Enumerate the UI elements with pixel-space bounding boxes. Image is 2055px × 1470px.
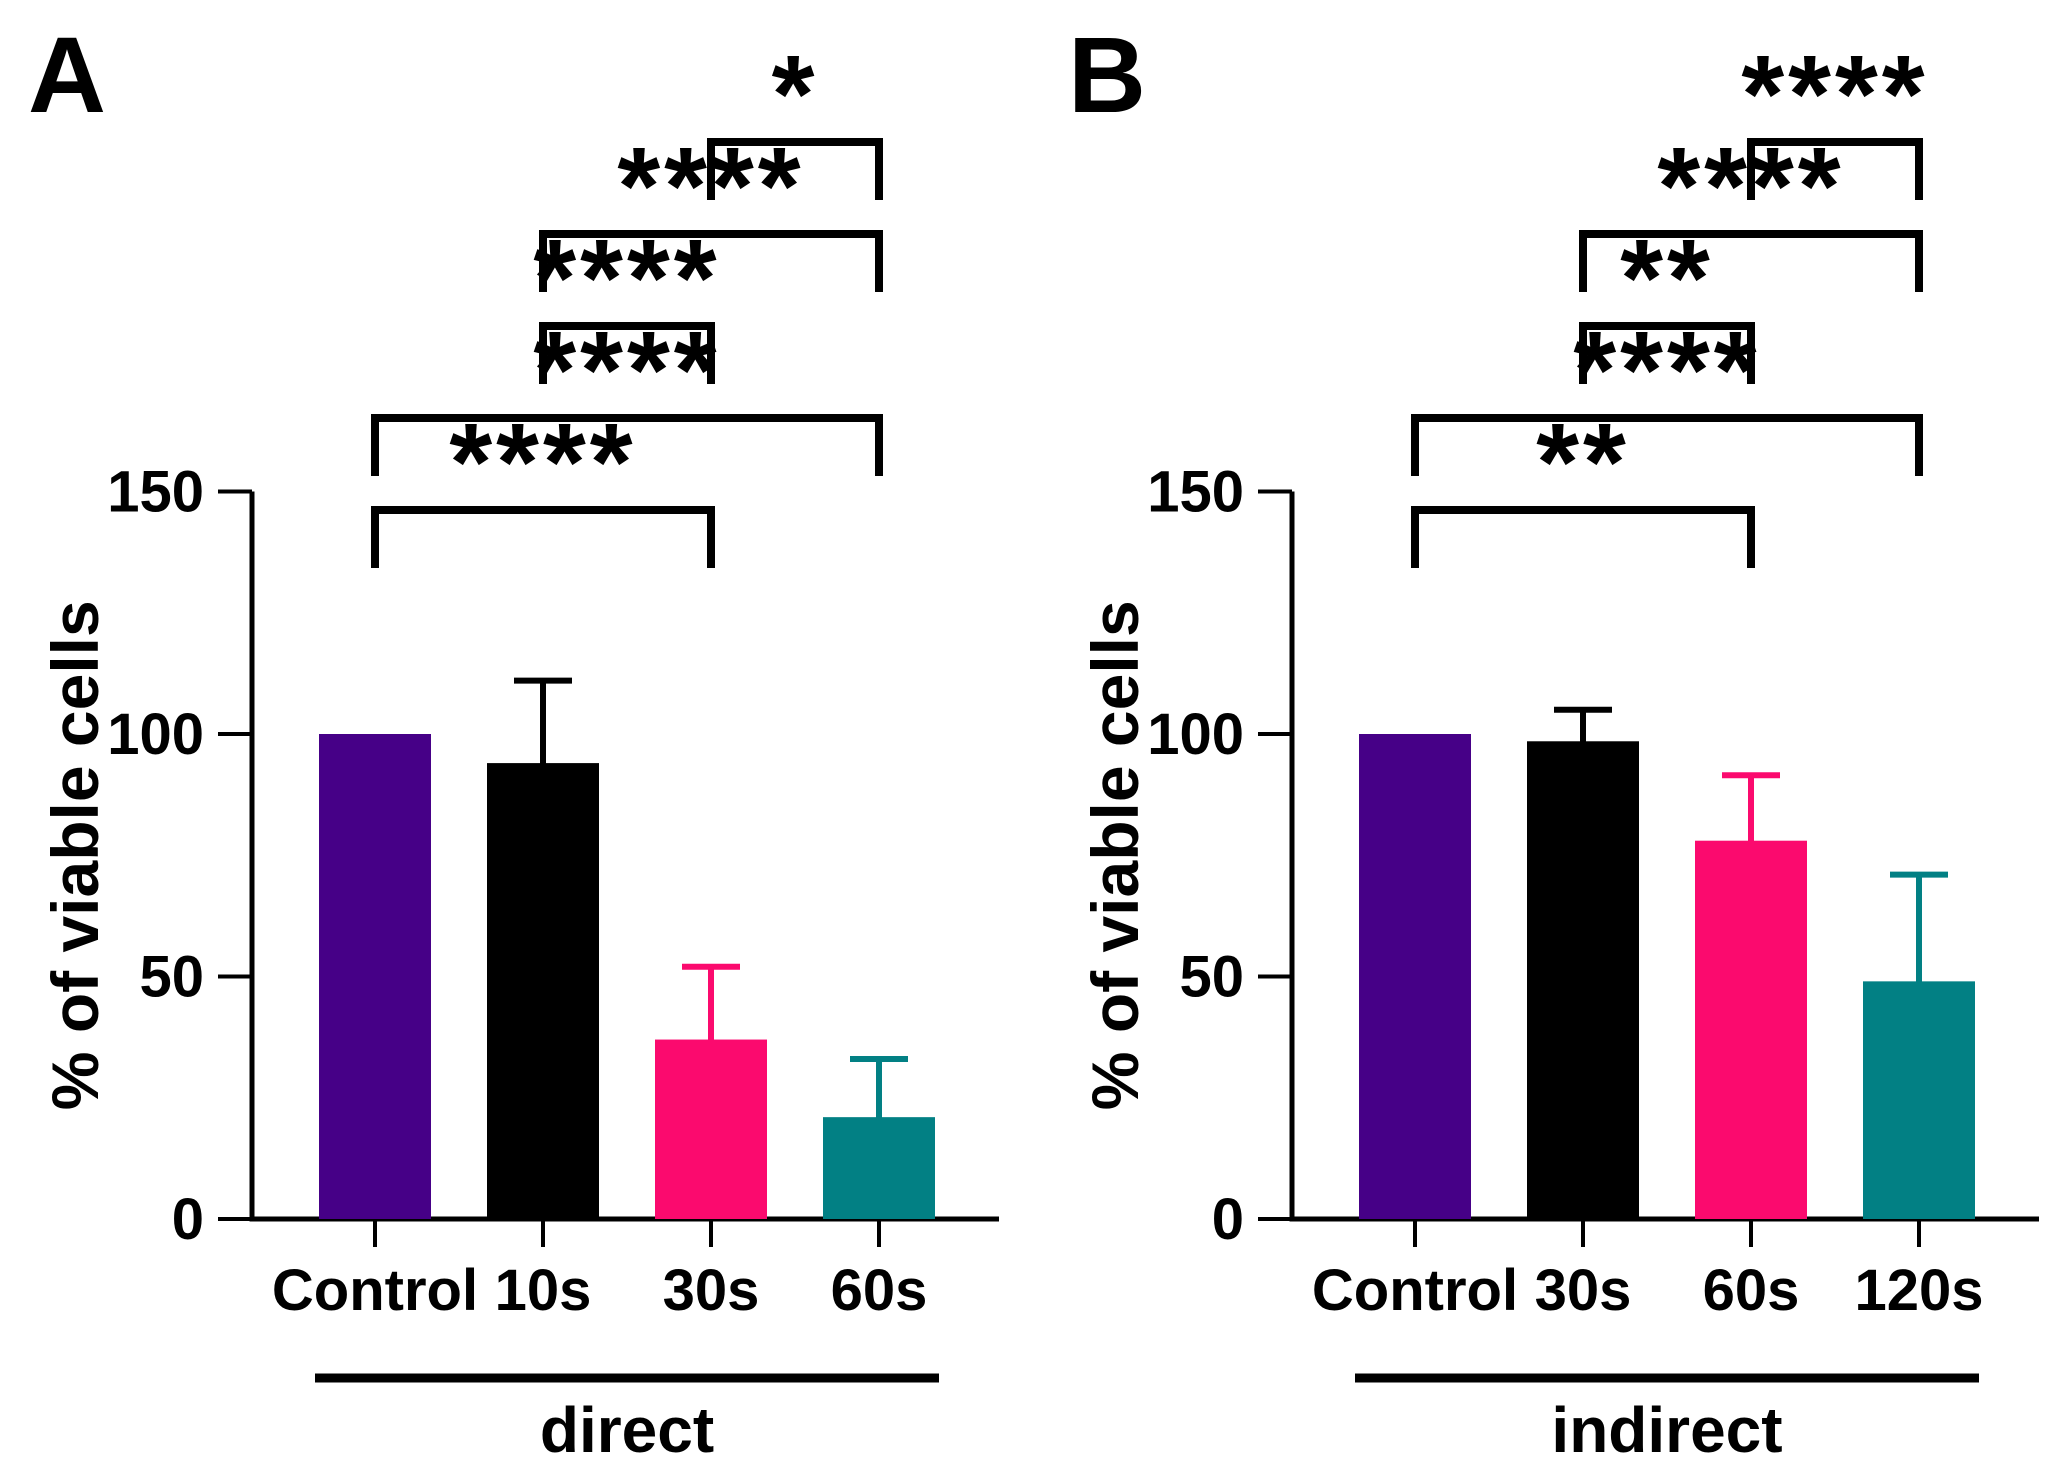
- x-category-label: 120s: [1854, 1258, 1983, 1323]
- bar-120s: [1863, 981, 1975, 1219]
- significance-bracket: [539, 322, 715, 384]
- x-category-label: 60s: [1703, 1258, 1800, 1323]
- y-tick-label: 0: [172, 1187, 204, 1252]
- panel-letter: A: [28, 14, 106, 135]
- significance-bracket: [1411, 414, 1923, 476]
- y-tick-label: 150: [107, 460, 204, 525]
- y-tick-label: 50: [1179, 945, 1244, 1010]
- y-tick-label: 50: [139, 945, 204, 1010]
- bar-control: [1359, 734, 1471, 1219]
- y-tick-label: 150: [1147, 460, 1244, 525]
- significance-bracket: [371, 414, 883, 476]
- x-category-label: Control: [1312, 1258, 1518, 1323]
- significance-bracket: [1411, 506, 1755, 568]
- significance-bracket: [1747, 138, 1923, 200]
- y-axis-title: % of viable cells: [38, 600, 112, 1110]
- x-category-label: 30s: [1535, 1258, 1632, 1323]
- significance-stars: *: [772, 33, 819, 156]
- bar-60s: [1695, 840, 1807, 1219]
- y-tick-label: 0: [1212, 1187, 1244, 1252]
- significance-bracket: [1579, 230, 1923, 292]
- significance-bracket: [1579, 322, 1755, 384]
- group-label: indirect: [1551, 1394, 1782, 1466]
- x-category-label: 60s: [831, 1258, 928, 1323]
- significance-bracket: [371, 506, 715, 568]
- x-category-label: Control: [272, 1258, 478, 1323]
- y-tick-label: 100: [107, 702, 204, 767]
- bar-control: [319, 734, 431, 1219]
- panel-letter: B: [1068, 14, 1146, 135]
- bar-30s: [1527, 741, 1639, 1219]
- bar-60s: [823, 1117, 935, 1219]
- x-category-label: 30s: [663, 1258, 760, 1323]
- x-category-label: 10s: [495, 1258, 592, 1323]
- y-tick-label: 100: [1147, 702, 1244, 767]
- bar-10s: [487, 763, 599, 1219]
- significance-bracket: [707, 138, 883, 200]
- bar-30s: [655, 1039, 767, 1219]
- group-label: direct: [540, 1394, 714, 1466]
- significance-bracket: [539, 230, 883, 292]
- significance-stars: ****: [1741, 33, 1928, 156]
- y-axis-title: % of viable cells: [1078, 600, 1152, 1110]
